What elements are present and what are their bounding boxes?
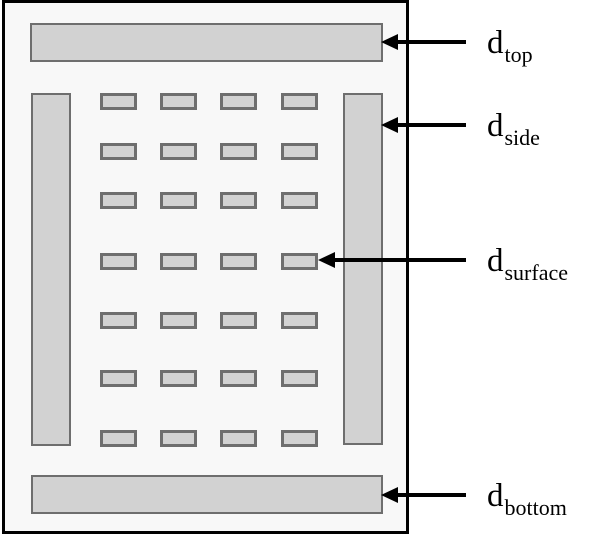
arrow-shaft bbox=[396, 123, 466, 127]
arrow-shaft bbox=[396, 493, 466, 497]
label-subscript: side bbox=[504, 125, 540, 150]
arrow-left-icon bbox=[318, 252, 335, 268]
label-base: d bbox=[487, 243, 504, 279]
label-subscript: top bbox=[504, 42, 533, 67]
label-d-surface: dsurface bbox=[487, 245, 568, 284]
label-base: d bbox=[487, 108, 504, 144]
label-d-bottom: dbottom bbox=[487, 480, 567, 519]
label-base: d bbox=[487, 25, 504, 61]
label-subscript: bottom bbox=[504, 495, 567, 520]
right-side-coating-bar bbox=[343, 93, 383, 445]
bottom-coating-bar bbox=[31, 475, 383, 514]
arrow-left-icon bbox=[381, 487, 398, 503]
top-coating-bar bbox=[30, 23, 383, 62]
arrow-shaft bbox=[396, 40, 466, 44]
arrow-left-icon bbox=[381, 117, 398, 133]
label-subscript: surface bbox=[504, 260, 569, 285]
label-d-side: dside bbox=[487, 110, 540, 149]
label-base: d bbox=[487, 478, 504, 514]
left-side-coating-bar bbox=[31, 93, 71, 446]
arrow-left-icon bbox=[381, 34, 398, 50]
label-d-top: dtop bbox=[487, 27, 533, 66]
arrow-shaft bbox=[333, 258, 466, 262]
